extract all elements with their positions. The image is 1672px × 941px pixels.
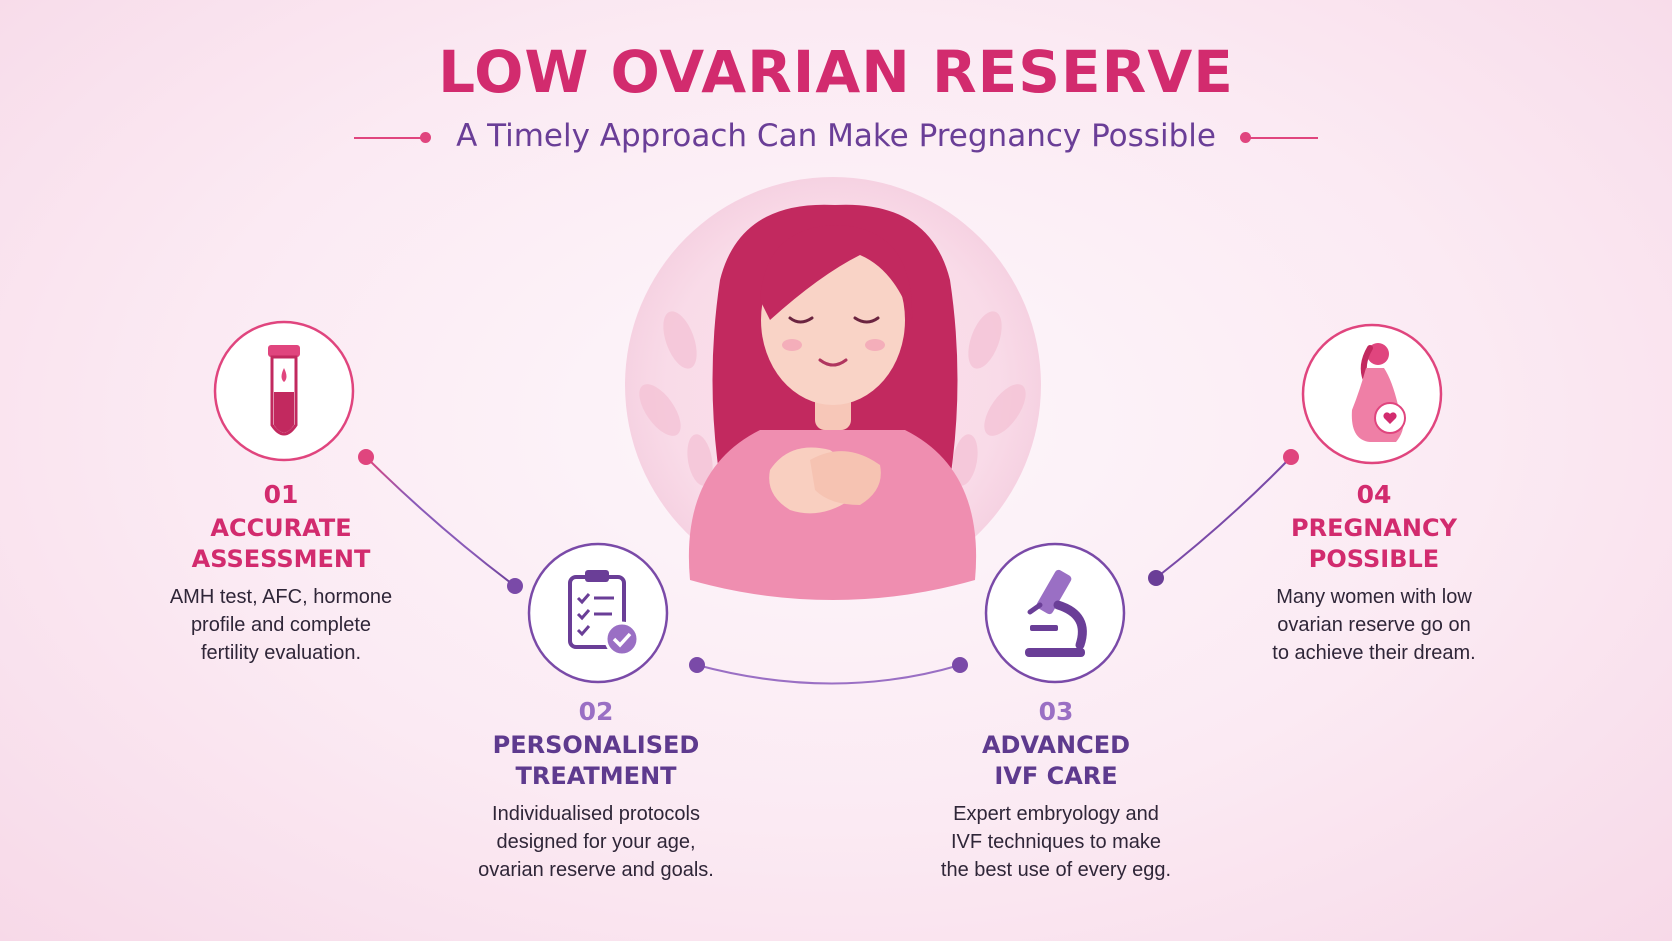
step-desc-line1: Expert embryology and [953,803,1159,825]
step-heading-line1: PREGNANCY [1291,514,1457,542]
clipboard-check-icon [568,570,640,657]
step-3: 03 ADVANCED IVF CARE Expert embryology a… [906,697,1206,884]
step-2: 02 PERSONALISED TREATMENT Individualised… [446,697,746,884]
step-desc-line2: designed for your age, [496,831,696,853]
path-dot [1283,449,1299,465]
step-1-icon-circle [213,320,355,462]
page-title: LOW OVARIAN RESERVE [438,38,1234,106]
subtitle-left-dot [420,132,431,143]
step-desc-line2: IVF techniques to make [950,831,1162,853]
subtitle-right-dot [1240,132,1251,143]
path-dot [689,657,705,673]
step-description: Expert embryology and IVF techniques to … [906,800,1206,884]
subtitle-right-line [1248,137,1318,139]
microscope-icon [1025,569,1087,657]
step-heading-line1: ACCURATE [210,514,352,542]
step-desc-line3: to achieve their dream. [1272,642,1476,664]
step-desc-line1: Many women with low [1276,586,1472,608]
step-heading-line2: POSSIBLE [1308,545,1440,573]
subtitle-row: A Timely Approach Can Make Pregnancy Pos… [0,118,1672,158]
step-heading-line2: IVF CARE [994,762,1118,790]
step-desc-line1: Individualised protocols [492,803,700,825]
step-heading-line1: ADVANCED [981,731,1131,759]
step-number: 02 [578,697,614,726]
step-number: 01 [263,480,299,509]
step-number: 03 [1038,697,1074,726]
step-desc-line2: profile and complete [190,614,372,636]
step-4-icon-circle [1301,323,1443,465]
step-heading-line1: PERSONALISED [492,731,700,759]
step-description: Individualised protocols designed for yo… [446,800,746,884]
step-desc-line1: AMH test, AFC, hormone [169,586,393,608]
woman-illustration [625,177,1041,600]
step-heading-line2: ASSESSMENT [191,545,371,573]
step-desc-line3: the best use of every egg. [940,859,1172,881]
test-tube-icon [268,345,300,436]
path-dot [358,449,374,465]
step-number: 04 [1356,480,1392,509]
step-desc-line3: fertility evaluation. [200,642,362,664]
step-2-icon-circle [527,542,669,684]
page-subtitle: A Timely Approach Can Make Pregnancy Pos… [456,118,1216,154]
step-heading-line2: TREATMENT [515,762,677,790]
step-1: 01 ACCURATE ASSESSMENT AMH test, AFC, ho… [131,480,431,667]
path-dot [1148,570,1164,586]
journey-path [358,449,1299,685]
step-description: AMH test, AFC, hormone profile and compl… [131,583,431,667]
step-3-icon-circle [984,542,1126,684]
step-description: Many women with low ovarian reserve go o… [1224,583,1524,667]
pregnant-woman-icon [1351,343,1406,442]
path-dot [952,657,968,673]
subtitle-left-line [354,137,424,139]
step-4: 04 PREGNANCY POSSIBLE Many women with lo… [1224,480,1524,667]
path-dot [507,578,523,594]
step-desc-line3: ovarian reserve and goals. [478,859,714,881]
step-desc-line2: ovarian reserve go on [1277,614,1471,636]
